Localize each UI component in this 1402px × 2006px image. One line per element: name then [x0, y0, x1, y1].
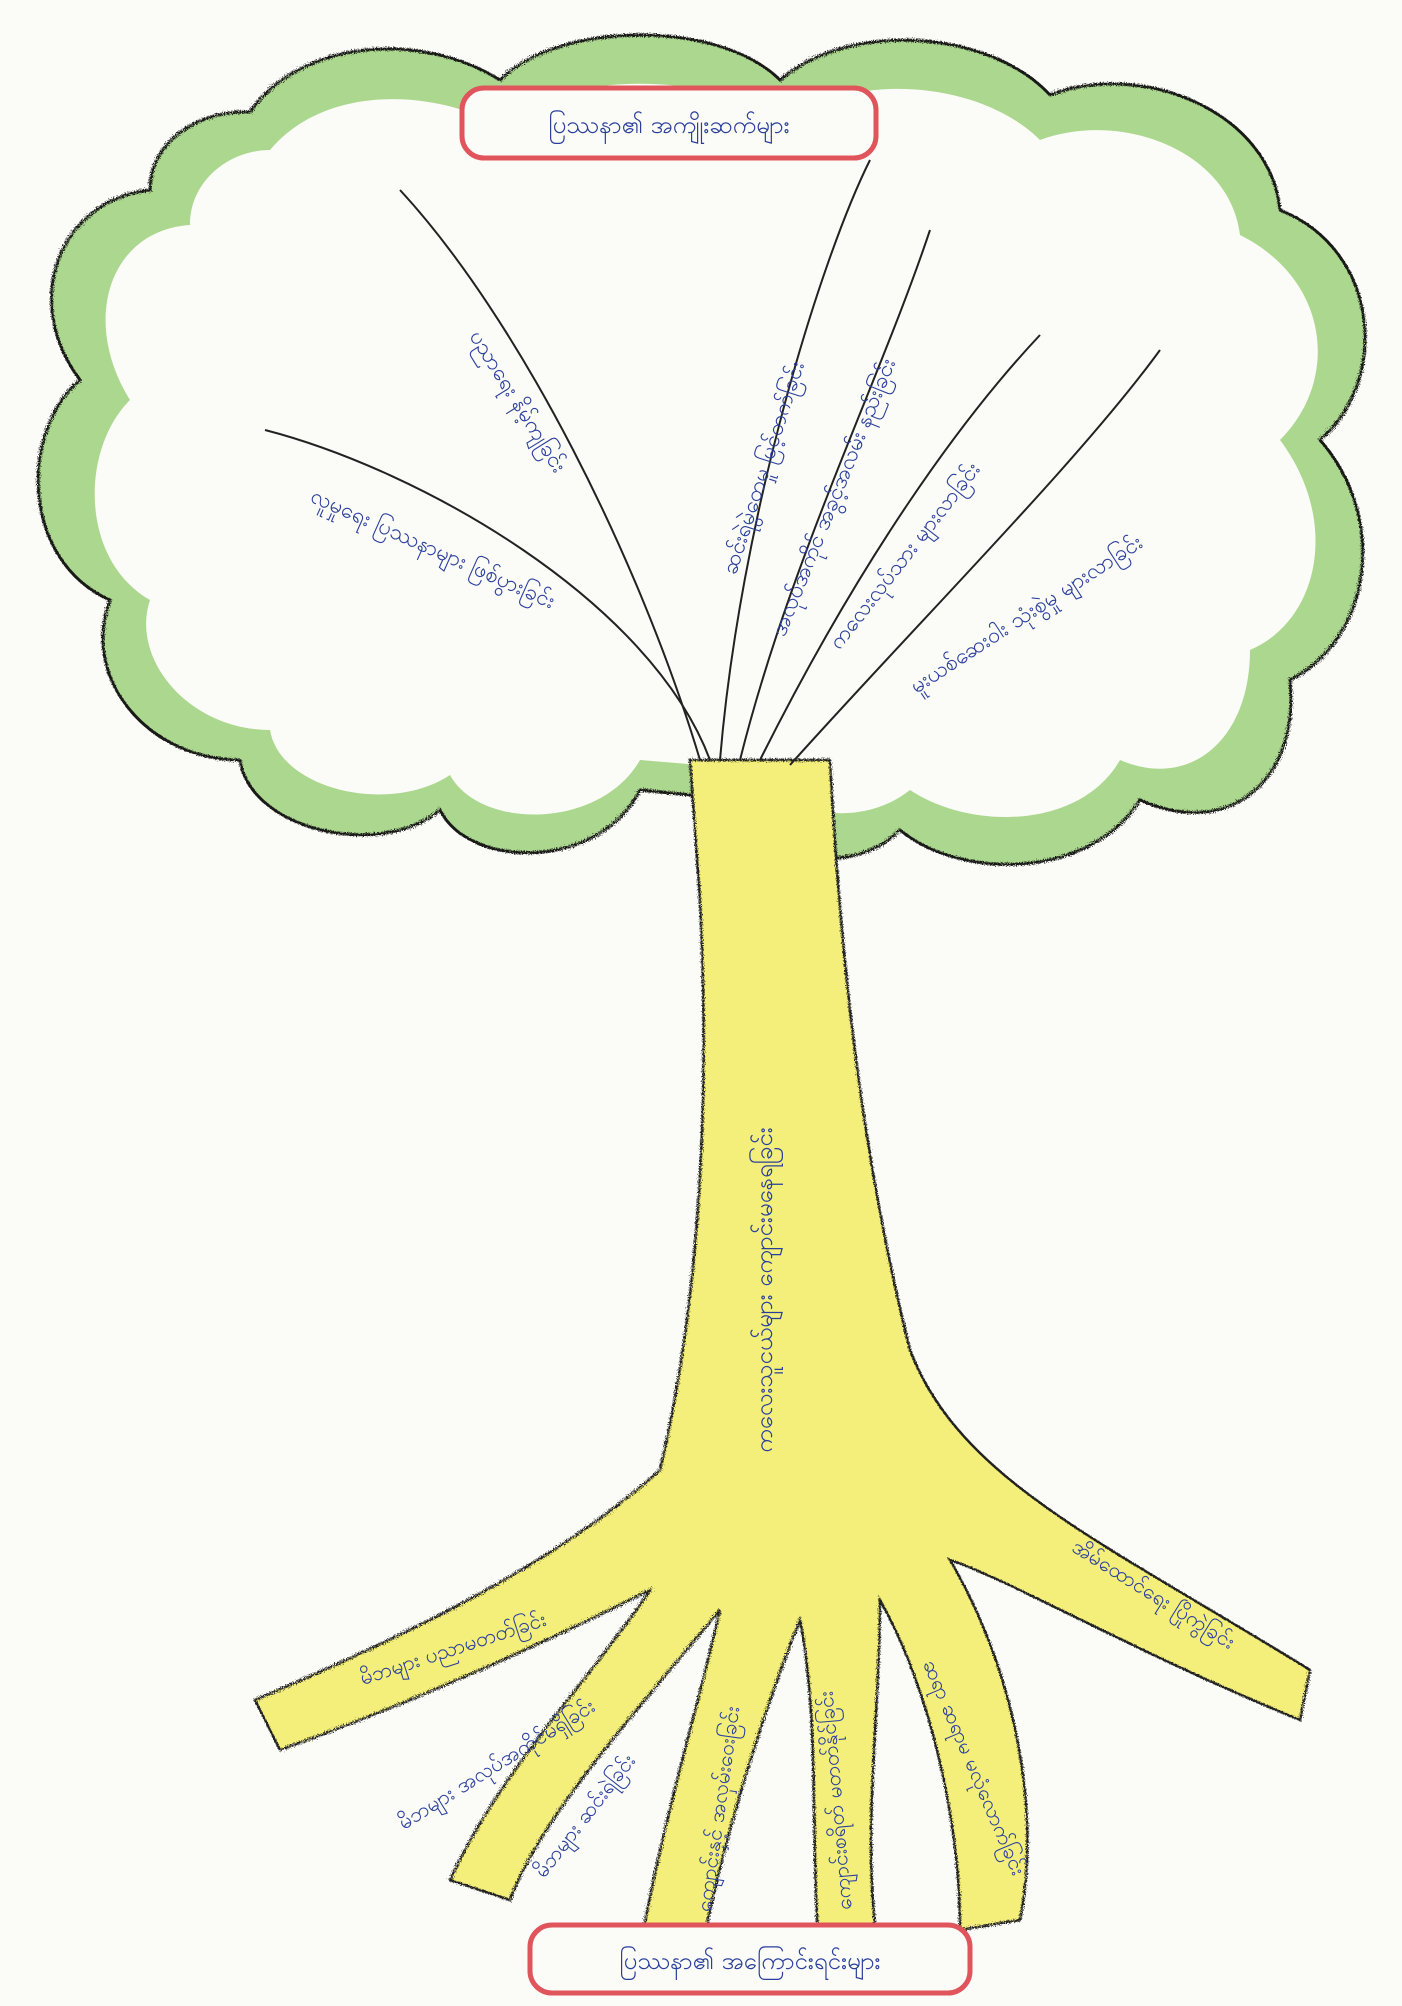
canopy-inner: [95, 84, 1318, 817]
trunk-label: ကလေးသူငယ်များ ကျောင်းမနေရခြင်း: [748, 1127, 783, 1453]
bottom-label: ပြဿနာ၏ အကြောင်းရင်းများ: [619, 1945, 880, 1980]
tree-trunk: [255, 760, 1310, 1965]
tree-trunk-and-roots: [255, 760, 1310, 1965]
